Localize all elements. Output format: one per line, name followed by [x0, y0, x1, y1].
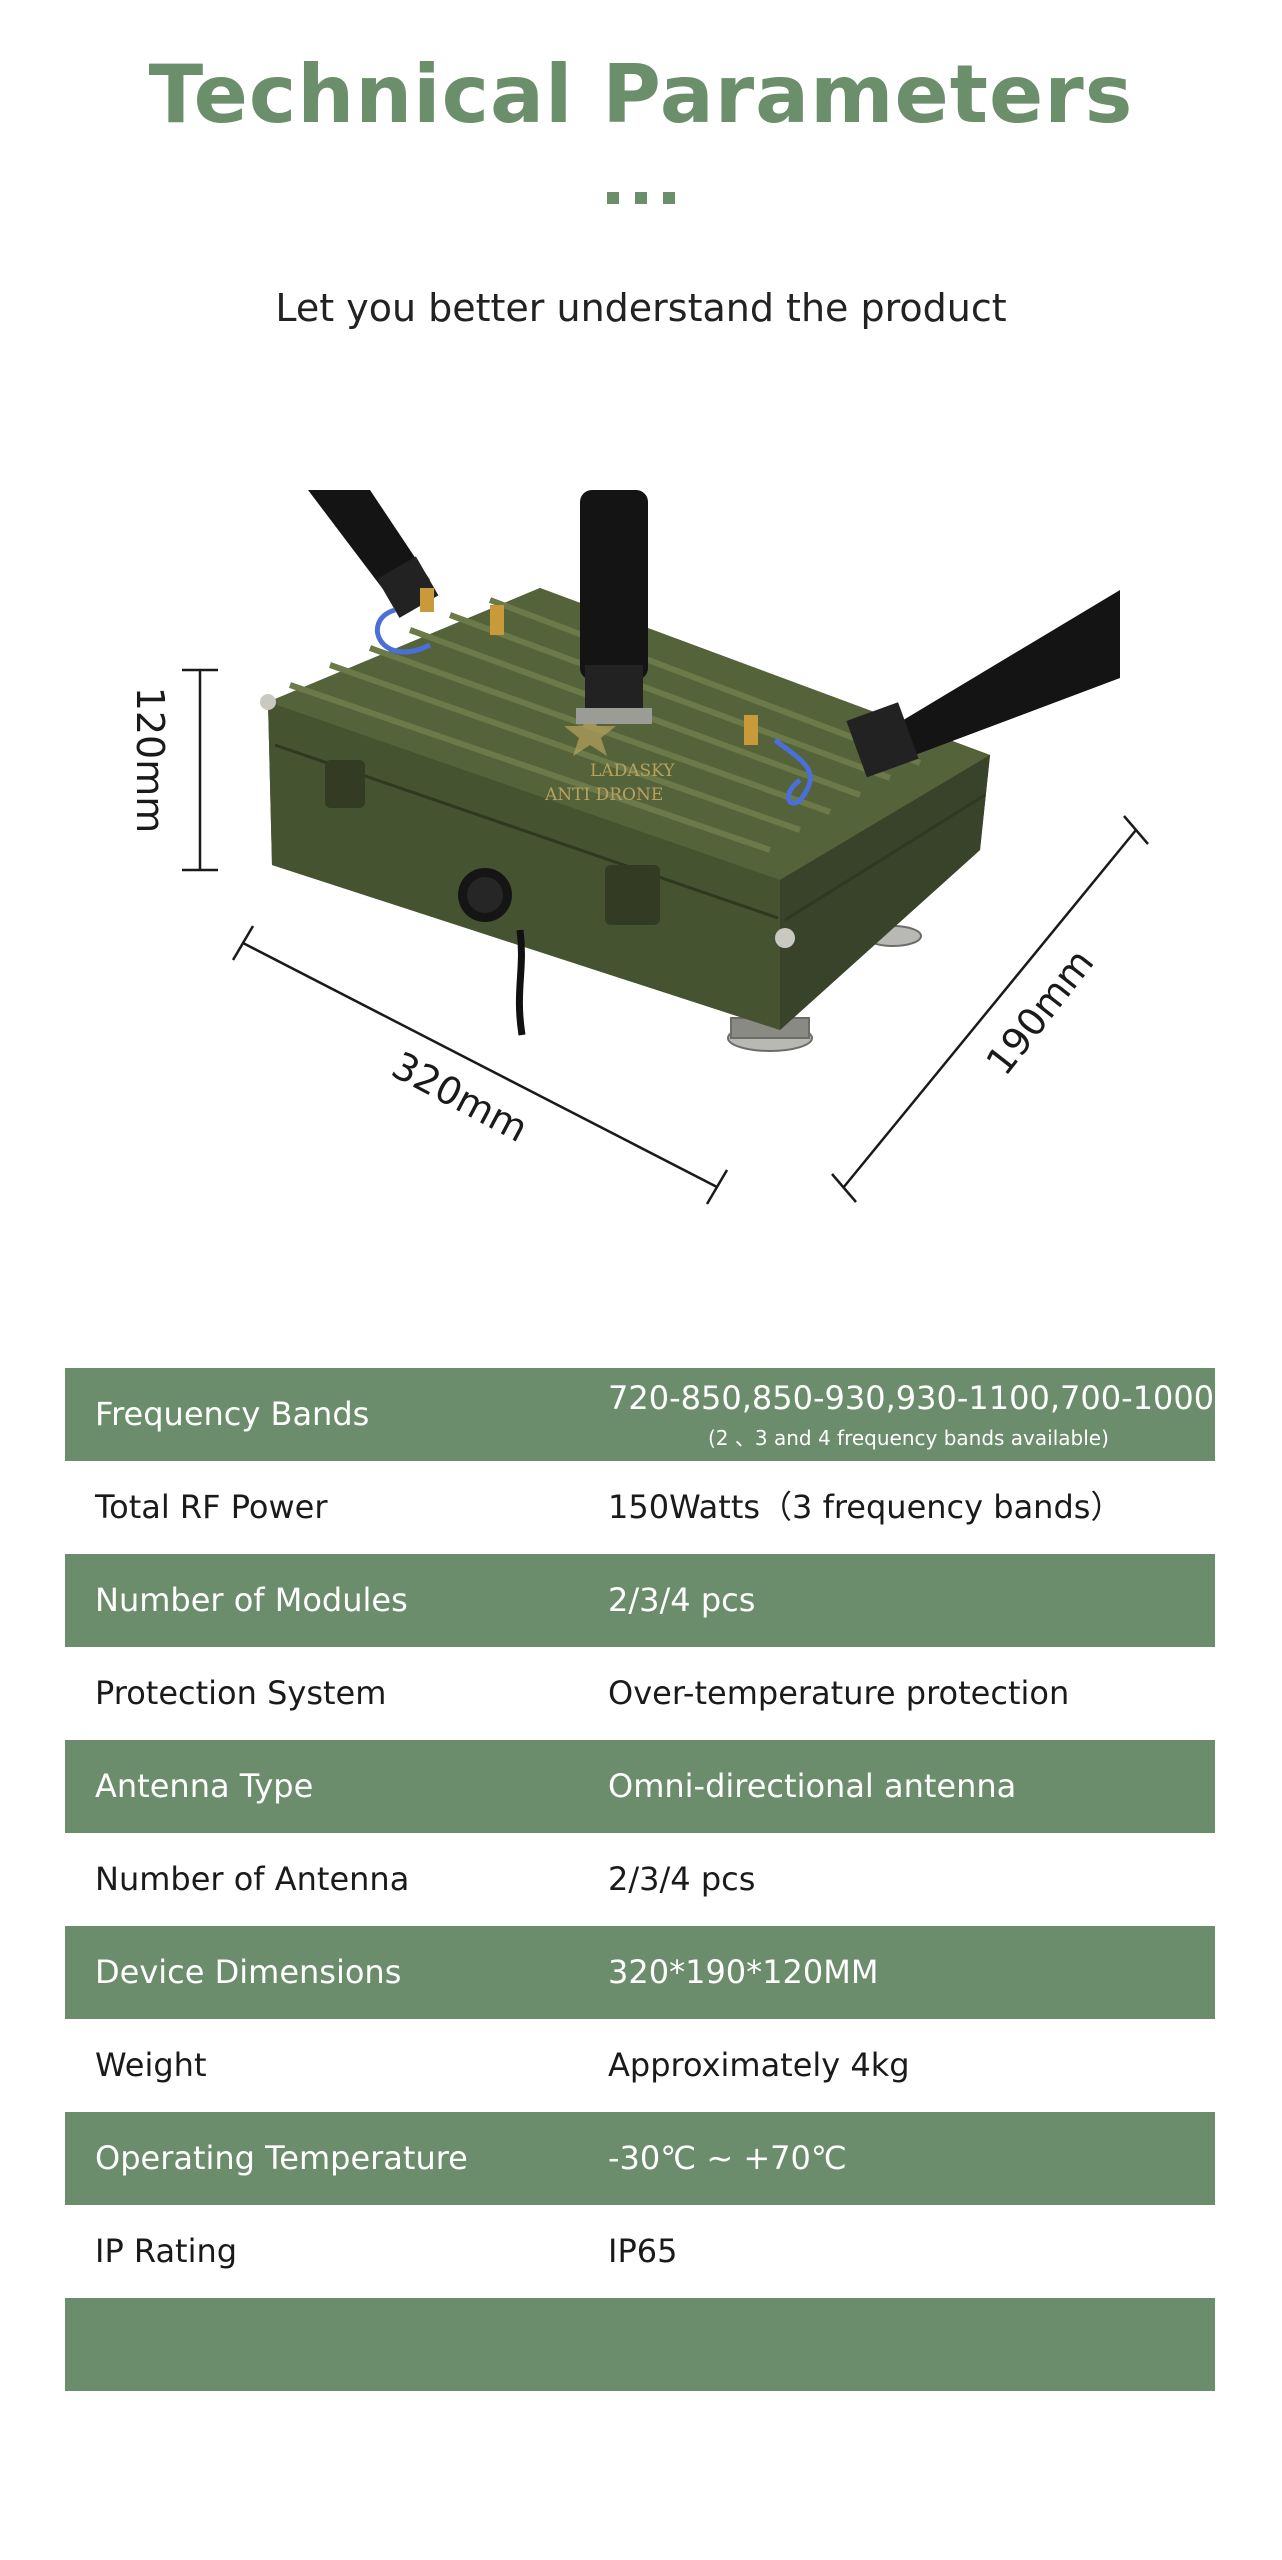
dimension-height-label: 120mm [128, 686, 172, 834]
spec-value: -30℃ ~ +70℃ [608, 2139, 847, 2177]
spec-row-frequency-bands: Frequency Bands 720-850,850-930,930-1100… [65, 1368, 1215, 1461]
spec-label: Number of Modules [95, 1581, 408, 1619]
spec-row-antenna-type: Antenna Type Omni-directional antenna [65, 1740, 1215, 1833]
product-image: LADASKY ANTI DRONE [182, 490, 1149, 1205]
spec-row-protection-system: Protection System Over-temperature prote… [65, 1647, 1215, 1740]
spec-row-number-of-modules: Number of Modules 2/3/4 pcs [65, 1554, 1215, 1647]
spec-label: Frequency Bands [95, 1395, 370, 1433]
antennas [308, 490, 1120, 778]
spec-value: Omni-directional antenna [608, 1767, 1017, 1805]
spec-value: 2/3/4 pcs [608, 1581, 756, 1619]
spec-value: Approximately 4kg [608, 2046, 910, 2084]
spec-row-total-rf-power: Total RF Power 150Watts（3 frequency band… [65, 1461, 1215, 1554]
spec-label: Protection System [95, 1674, 387, 1712]
page-subtitle: Let you better understand the product [275, 286, 1007, 330]
spec-label: Antenna Type [95, 1767, 314, 1805]
spec-note: (2 、3 and 4 frequency bands available) [708, 1426, 1109, 1450]
rf-ports [420, 588, 758, 745]
spec-value: 320*190*120MM [608, 1953, 879, 1991]
title-divider-dots [607, 192, 675, 206]
device-enclosure [260, 588, 990, 1036]
spec-value: 150Watts（3 frequency bands） [608, 1488, 1123, 1526]
spec-label: Operating Temperature [95, 2139, 468, 2177]
spec-label: IP Rating [95, 2232, 238, 2270]
spec-label: Total RF Power [95, 1488, 328, 1526]
spec-table: Frequency Bands 720-850,850-930,930-1100… [65, 1368, 1215, 2391]
spec-value: Over-temperature protection [608, 1674, 1070, 1712]
rf-cables [375, 607, 813, 806]
spec-row-weight: Weight Approximately 4kg [65, 2019, 1215, 2112]
page-title: Technical Parameters [148, 48, 1134, 141]
spec-value: 2/3/4 pcs [608, 1860, 756, 1898]
spec-row-device-dimensions: Device Dimensions 320*190*120MM [65, 1926, 1215, 2019]
logo-text-2: ANTI DRONE [544, 785, 663, 805]
spec-row-operating-temperature: Operating Temperature -30℃ ~ +70℃ [65, 2112, 1215, 2205]
logo-text-1: LADASKY [590, 761, 675, 781]
spec-label: Weight [95, 2046, 207, 2084]
dimension-lines [182, 668, 1149, 1205]
spec-row-number-of-antenna: Number of Antenna 2/3/4 pcs [65, 1833, 1215, 1926]
spec-value: IP65 [608, 2232, 678, 2270]
spec-label: Device Dimensions [95, 1953, 402, 1991]
spec-row-ip-rating: IP Rating IP65 [65, 2205, 1215, 2298]
spec-label: Number of Antenna [95, 1860, 410, 1898]
spec-row-empty [65, 2298, 1215, 2391]
spec-value: 720-850,850-930,930-1100,700-1000 [608, 1379, 1215, 1417]
